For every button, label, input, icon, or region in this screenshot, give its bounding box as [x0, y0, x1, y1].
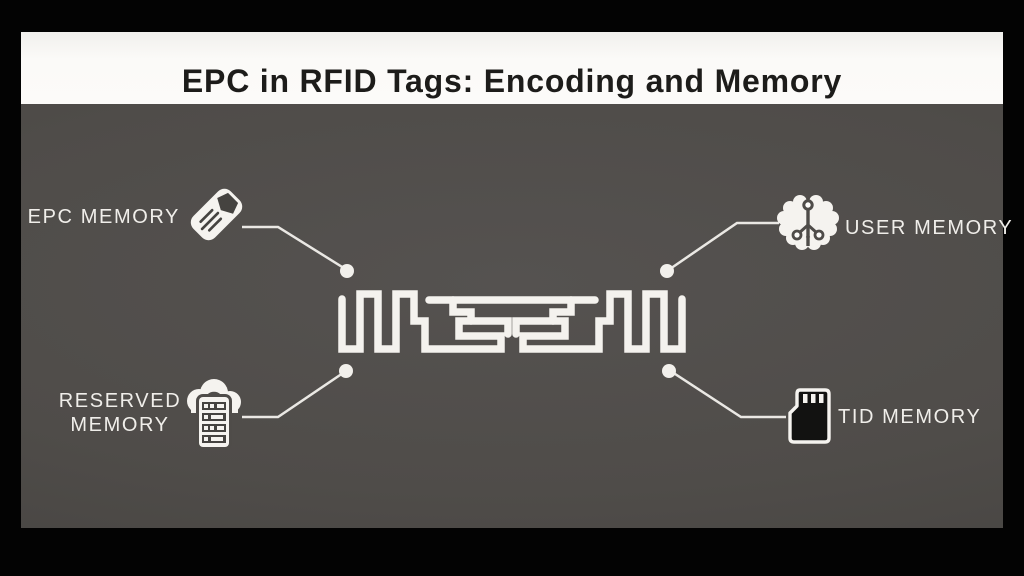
- label-tid-memory: TID MEMORY: [838, 406, 982, 428]
- tag-hole: [217, 192, 239, 214]
- label-reserved-memory: RESERVED MEMORY: [40, 389, 200, 437]
- slide-body-panel: [21, 104, 1003, 528]
- connector-reserved-memory: [242, 369, 347, 419]
- connector-dots: [339, 264, 676, 378]
- connector-epc-memory: [242, 225, 348, 272]
- sd-card-pins: [803, 394, 824, 403]
- rfid-antenna: [338, 290, 686, 353]
- connector-user-memory: [666, 221, 779, 273]
- tag-icon-shape: [190, 188, 243, 241]
- tag-stripes: [199, 208, 223, 232]
- server-leds: [204, 404, 224, 441]
- label-reserved-line2: MEMORY: [70, 414, 170, 436]
- dot-reserved: [339, 364, 353, 378]
- connector-lines: [242, 221, 786, 419]
- brain-circuit-icon: [777, 195, 839, 250]
- antenna-right-notch: [549, 296, 575, 325]
- label-user-memory: USER MEMORY: [845, 217, 1014, 239]
- antenna-right-half: [512, 290, 686, 353]
- antenna-right-meander: [512, 290, 686, 353]
- connector-tid-memory: [668, 368, 786, 419]
- sd-card-icon: [788, 388, 831, 444]
- dot-user: [660, 264, 674, 278]
- brain-circuit: [791, 198, 825, 246]
- page-title: EPC in RFID Tags: Encoding and Memory: [181, 63, 843, 99]
- dot-epc: [340, 264, 354, 278]
- server-rack: [196, 394, 232, 450]
- cloud-server-icon: [187, 379, 241, 450]
- antenna-left-half: [338, 290, 512, 353]
- dot-tid: [662, 364, 676, 378]
- tag-icon: [190, 188, 243, 241]
- label-reserved-line1: RESERVED: [58, 390, 182, 412]
- antenna-left-meander: [338, 290, 512, 353]
- antenna-left-notch: [449, 296, 475, 325]
- brain-lobes: [777, 195, 839, 250]
- label-epc-memory: EPC MEMORY: [27, 206, 180, 228]
